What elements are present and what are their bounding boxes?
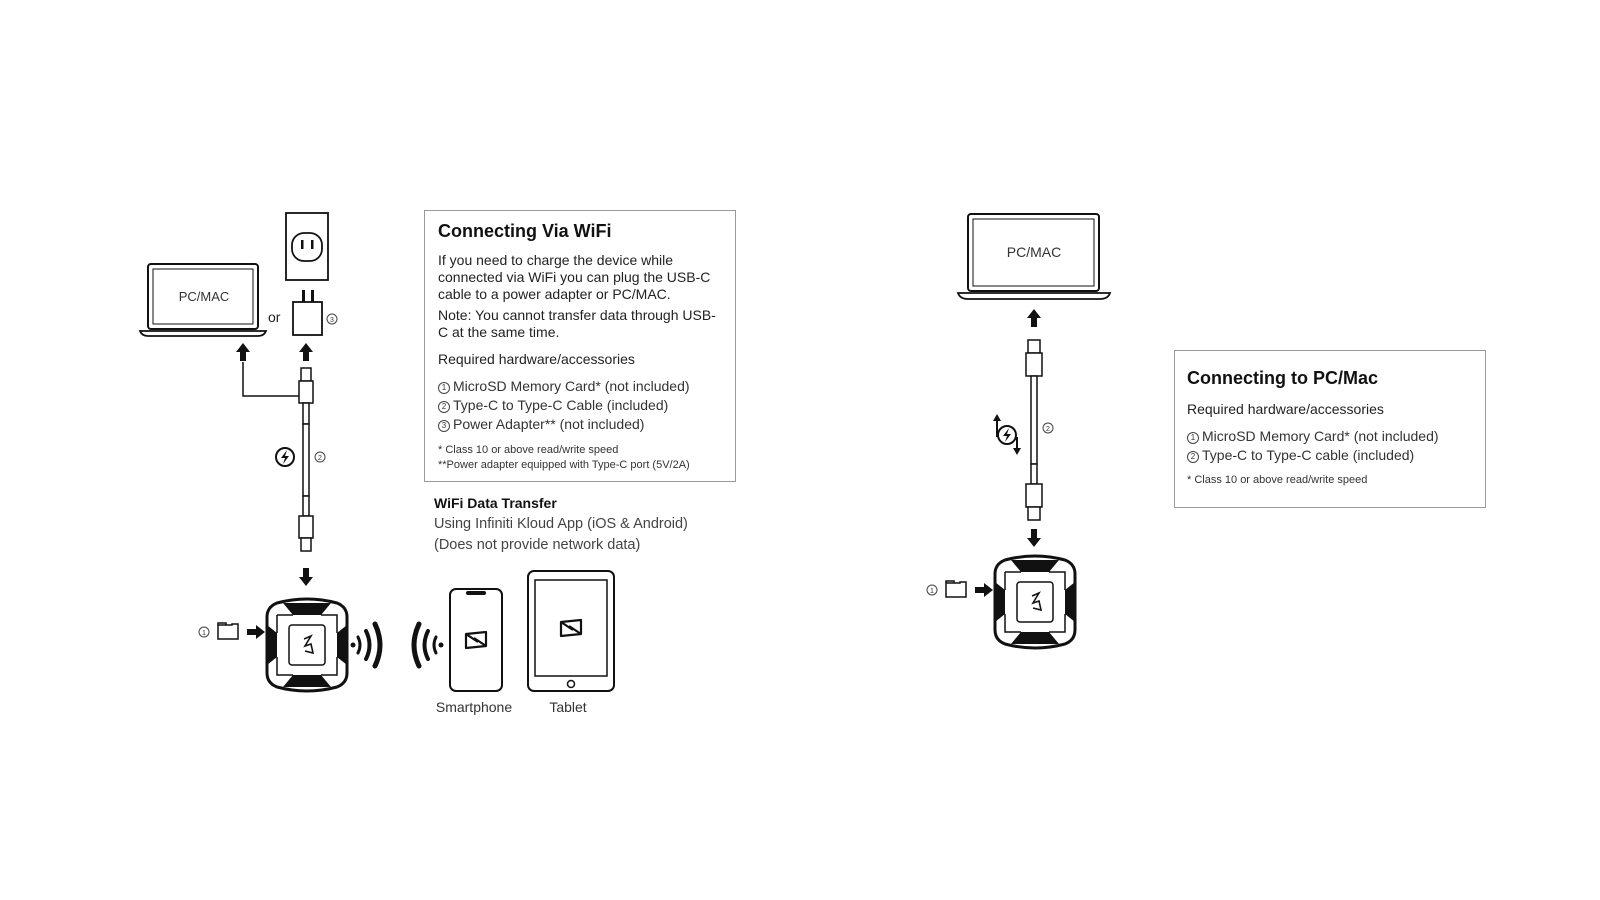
wifi-box-footnote-2: **Power adapter equipped with Type-C por… bbox=[438, 459, 690, 471]
arrow-up-to-adapter bbox=[299, 343, 313, 361]
data-and-charge-icon bbox=[993, 414, 1021, 455]
pc-info-box: Connecting to PC/Mac Required hardware/a… bbox=[1174, 350, 1486, 508]
wifi-transfer-title: WiFi Data Transfer bbox=[434, 495, 557, 511]
arrow-right-insert-right bbox=[975, 583, 993, 597]
wifi-box-title: Connecting Via WiFi bbox=[438, 221, 612, 241]
branch-line bbox=[242, 362, 300, 397]
wifi-box-para: If you need to charge the device while c… bbox=[438, 252, 711, 302]
pc-box-title: Connecting to PC/Mac bbox=[1187, 368, 1379, 388]
tablet-icon bbox=[527, 570, 615, 692]
pc-box-footnote: * Class 10 or above read/write speed bbox=[1187, 474, 1368, 486]
wifi-out-icon bbox=[350, 621, 383, 669]
smartphone-icon bbox=[449, 588, 503, 692]
card-reader-device-left bbox=[265, 597, 349, 693]
number-2-right: 2 bbox=[1046, 426, 1050, 433]
arrow-up-to-laptop bbox=[236, 343, 250, 361]
laptop-left bbox=[138, 263, 268, 337]
tablet-label: Tablet bbox=[549, 699, 586, 715]
pc-box-required: Required hardware/accessories bbox=[1187, 401, 1384, 417]
arrow-down-to-device-right bbox=[1027, 529, 1041, 547]
number-1-left: 1 bbox=[202, 630, 206, 637]
power-adapter-icon bbox=[292, 290, 323, 336]
wall-outlet-icon bbox=[285, 212, 329, 281]
wifi-info-box: Connecting Via WiFi If you need to charg… bbox=[424, 210, 736, 482]
number-1-right: 1 bbox=[930, 588, 934, 595]
wifi-transfer-line1: Using Infiniti Kloud App (iOS & Android) bbox=[434, 516, 688, 532]
usb-c-cable-left bbox=[298, 367, 314, 552]
laptop-right-label: PC/MAC bbox=[1007, 244, 1061, 260]
charging-icon-left bbox=[275, 447, 295, 467]
arrow-up-to-laptop-right bbox=[1027, 309, 1041, 327]
or-label: or bbox=[268, 309, 281, 325]
arrow-down-to-device-left bbox=[299, 568, 313, 586]
wifi-box-footnote-1: * Class 10 or above read/write speed bbox=[438, 444, 619, 456]
laptop-left-label: PC/MAC bbox=[179, 289, 230, 304]
card-reader-device-right bbox=[993, 554, 1077, 650]
wifi-box-note: Note: You cannot transfer data through U… bbox=[438, 307, 716, 340]
microsd-card-icon-right bbox=[945, 580, 967, 598]
usb-c-cable-right bbox=[1025, 339, 1043, 521]
wifi-box-required: Required hardware/accessories bbox=[438, 351, 635, 367]
number-2-left: 2 bbox=[318, 455, 322, 462]
number-3-left: 3 bbox=[330, 317, 334, 324]
microsd-card-icon-left bbox=[217, 622, 239, 640]
smartphone-label: Smartphone bbox=[436, 699, 512, 715]
arrow-right-insert-left bbox=[247, 625, 265, 639]
wifi-in-icon bbox=[411, 621, 444, 669]
wifi-transfer-line2: (Does not provide network data) bbox=[434, 537, 641, 553]
laptop-right bbox=[956, 213, 1112, 300]
